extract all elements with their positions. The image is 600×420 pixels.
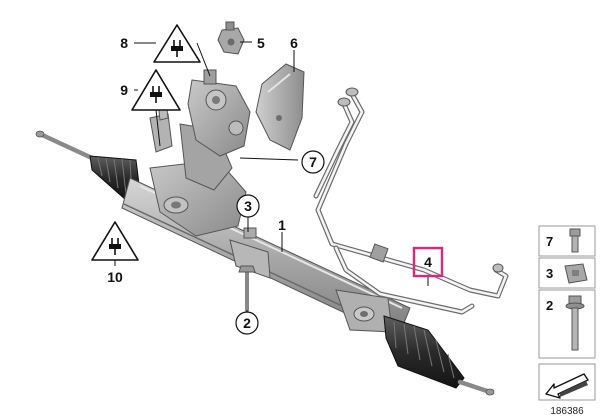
direction-arrow-icon (545, 373, 589, 399)
fastener-legend: 7 3 2 (538, 225, 596, 401)
right-tie-rod (457, 379, 493, 395)
sensor-part-5 (217, 21, 245, 55)
connector-plug (203, 69, 217, 85)
hydraulic-line-part-4 (313, 87, 509, 315)
clip-part-3 (243, 227, 257, 239)
servotronic-valve-assembly (149, 69, 251, 157)
mounting-flange (229, 239, 271, 279)
electrical-warning-triangle-icon (153, 24, 201, 63)
callout-3-circle (236, 194, 260, 218)
callout-8[interactable]: 8 (120, 35, 128, 51)
leader-lines (114, 41, 429, 312)
legend-label-3: 3 (546, 266, 553, 281)
left-tie-rod (37, 131, 95, 161)
callout-4[interactable]: 4 (424, 254, 432, 270)
legend-cell-7[interactable] (538, 225, 596, 257)
highlight-box (412, 246, 444, 278)
electrical-warning-triangle-icon (131, 69, 181, 111)
callout-2[interactable]: 2 (243, 315, 251, 331)
right-bellows-boot (383, 315, 465, 389)
clip-nut-icon (564, 263, 588, 284)
long-bolt-icon (565, 295, 585, 351)
callout-3[interactable]: 3 (244, 198, 252, 214)
callout-2-circle (235, 311, 259, 335)
steering-rack (35, 123, 495, 396)
legend-label-2: 2 (546, 298, 553, 313)
callout-7[interactable]: 7 (309, 154, 317, 170)
callout-9[interactable]: 9 (120, 82, 128, 98)
heat-shield-part-6 (255, 63, 305, 151)
bolt-icon (569, 228, 581, 253)
callout-1[interactable]: 1 (278, 217, 286, 233)
electrical-warning-triangle-icon (91, 221, 139, 261)
callout-6[interactable]: 6 (290, 35, 298, 51)
legend-label-7: 7 (546, 234, 553, 249)
callout-7-circle (301, 150, 325, 174)
document-number: 186386 (550, 406, 584, 417)
legend-cell-2[interactable] (538, 289, 596, 359)
callout-5[interactable]: 5 (257, 35, 265, 51)
callout-10[interactable]: 10 (107, 269, 123, 285)
